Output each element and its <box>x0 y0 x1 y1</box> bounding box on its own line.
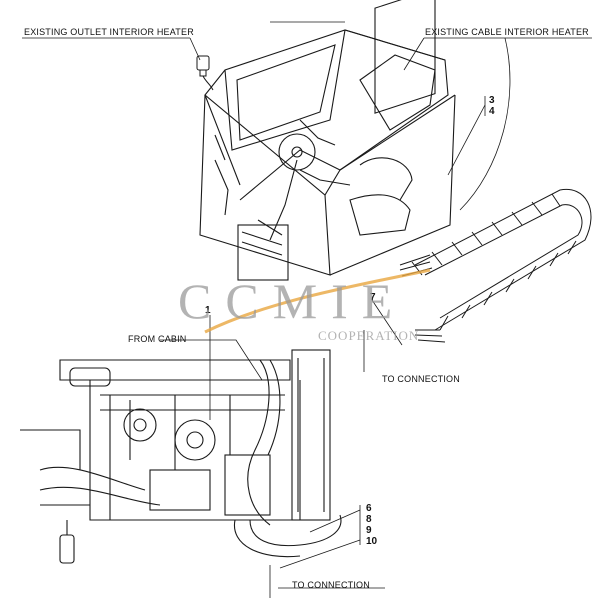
heater-outlet-part <box>196 55 214 91</box>
label-to-connection-top: TO CONNECTION <box>382 374 460 384</box>
callout-7: 7 <box>370 292 376 303</box>
callout-6: 6 <box>366 503 372 514</box>
label-from-cabin: FROM CABIN <box>128 334 187 344</box>
callout-4: 4 <box>489 106 495 117</box>
callout-9: 9 <box>366 525 372 536</box>
watermark-swoosh <box>204 268 431 334</box>
cable-chain <box>399 188 592 343</box>
callout-1: 1 <box>205 305 211 316</box>
label-existing-cable-heater: EXISTING CABLE INTERIOR HEATER <box>425 27 589 37</box>
leader-lines <box>22 21 592 598</box>
watermark-subtitle: COOPERATION <box>318 328 420 343</box>
label-to-connection-bottom: TO CONNECTION <box>292 580 370 590</box>
watermark-logo: CCMIE <box>178 273 407 329</box>
engine-assembly <box>20 349 342 564</box>
callout-10: 10 <box>366 536 378 547</box>
label-existing-outlet-heater: EXISTING OUTLET INTERIOR HEATER <box>24 27 194 37</box>
cabin <box>199 0 456 281</box>
callout-3: 3 <box>489 95 495 106</box>
callout-8: 8 <box>366 514 372 525</box>
